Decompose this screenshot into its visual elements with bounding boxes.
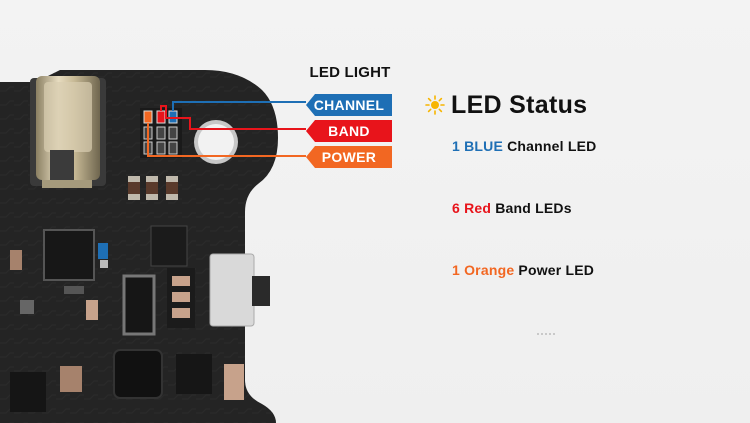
channel-tag: CHANNEL (306, 94, 392, 116)
led-array (140, 108, 182, 158)
power-leader (147, 123, 306, 157)
channel-leader (172, 101, 306, 111)
qfn-chip (43, 229, 95, 281)
status-header: LED Status (425, 88, 587, 122)
channel-led-color: BLUE (464, 138, 504, 154)
pcb-board-illustration (0, 70, 306, 423)
power-led-status: 1 Orange Power LED (452, 262, 594, 278)
band-leader (160, 105, 306, 130)
band-led-status: 6 Red Band LEDs (452, 200, 572, 216)
sun-icon (425, 95, 445, 115)
band-led-color: Red (464, 200, 492, 216)
band-led (156, 110, 166, 124)
band-led-desc: Band LEDs (495, 200, 572, 216)
led-light-heading: LED LIGHT (309, 64, 391, 81)
power-led-desc: Power LED (518, 262, 595, 278)
power-tag: POWER (306, 146, 392, 168)
band-led-count: 6 (452, 200, 460, 216)
leader-lines (147, 101, 306, 157)
channel-led-count: 1 (452, 138, 460, 154)
band-tag: BAND (306, 120, 392, 142)
power-led (143, 110, 153, 124)
power-led-count: 1 (452, 262, 460, 278)
button-switch (209, 253, 255, 327)
decorative-dots (537, 333, 555, 335)
antenna-connector (30, 76, 106, 188)
power-led-color: Orange (464, 262, 515, 278)
smd-components (10, 176, 270, 412)
channel-led-status: 1 BLUE Channel LED (452, 138, 596, 154)
status-title: LED Status (451, 90, 588, 119)
channel-led-desc: Channel LED (507, 138, 597, 154)
